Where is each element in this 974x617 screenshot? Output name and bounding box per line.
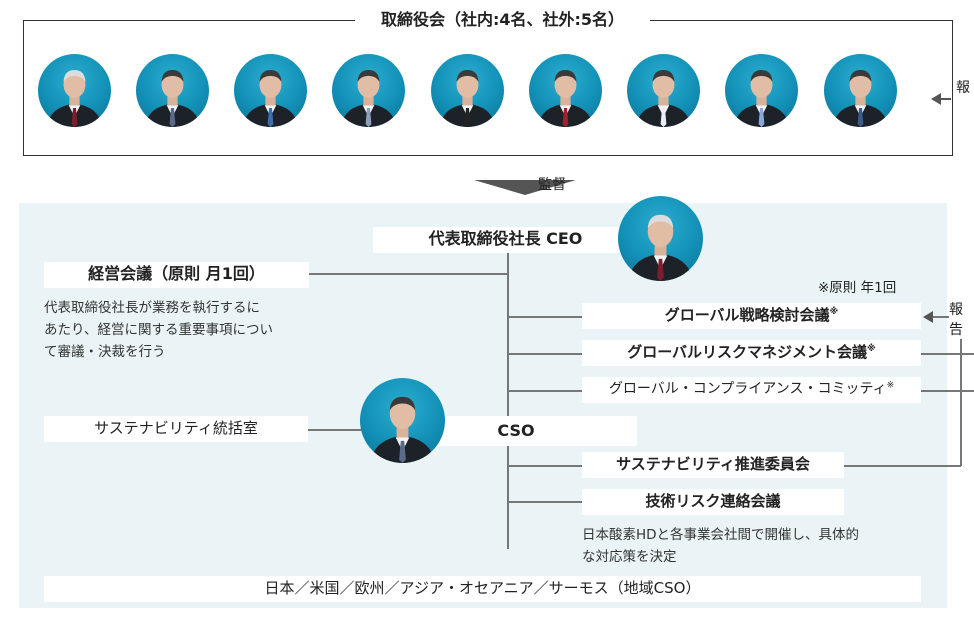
board-member-9-avatar	[824, 54, 897, 127]
main-vertical-line	[507, 249, 509, 549]
person-icon	[340, 70, 397, 127]
tech-risk-desc: 日本酸素HDと各事業会社間で開催し、具体的 な対応策を決定	[582, 524, 932, 568]
person-icon	[144, 70, 201, 127]
global-strategy-box: グローバル戦略検討会議※	[582, 303, 921, 329]
tech-desc-line-2: な対応策を決定	[582, 549, 677, 565]
board-member-5-avatar	[431, 54, 504, 127]
board-member-3-avatar	[234, 54, 307, 127]
global-risk-label: グローバルリスクマネジメント会議	[627, 343, 868, 361]
compliance-asterisk: ※	[886, 380, 895, 391]
connector-sustainability	[507, 465, 582, 467]
connector-compliance	[507, 390, 582, 392]
global-strategy-label: グローバル戦略検討会議	[664, 306, 830, 324]
report-arrow-strategy-icon	[923, 311, 933, 323]
compliance-line-out	[921, 390, 974, 392]
annual-note: ※原則 年1回	[818, 280, 897, 296]
global-risk-box: グローバルリスクマネジメント会議※	[582, 340, 921, 366]
sustainability-committee-box: サステナビリティ推進委員会	[582, 452, 844, 478]
board-member-6-avatar	[529, 54, 602, 127]
ceo-avatar	[618, 196, 703, 281]
person-icon	[46, 70, 103, 127]
person-icon	[635, 70, 692, 127]
management-meeting-box: 経営会議（原則 月1回）	[44, 262, 309, 288]
connector-management	[309, 273, 508, 275]
tech-risk-box: 技術リスク連絡会議	[582, 489, 844, 515]
ceo-label: 代表取締役社長 CEO	[428, 229, 583, 248]
report-arrow-left-icon	[931, 93, 941, 105]
global-risk-asterisk: ※	[867, 344, 876, 354]
management-meeting-desc: 代表取締役社長が業務を執行するに あたり、経営に関する重要事項につい て審議・決…	[44, 297, 344, 363]
management-meeting-title: 経営会議（原則 月1回）	[88, 264, 265, 283]
sustainability-committee-label: サステナビリティ推進委員会	[616, 455, 810, 473]
connector-tech-risk	[507, 501, 582, 503]
compliance-box: グローバル・コンプライアンス・コミッティ※	[582, 377, 921, 403]
report-line-to-strategy	[933, 316, 961, 318]
compliance-label: グローバル・コンプライアンス・コミッティ	[608, 381, 887, 397]
connector-office	[308, 429, 368, 431]
supervise-label: 監督	[538, 177, 566, 193]
sustainability-office-box: サステナビリティ統括室	[44, 416, 308, 442]
regions-label: 日本／米国／欧州／アジア・オセアニア／サーモス（地域CSO）	[264, 579, 701, 597]
tech-desc-line-1: 日本酸素HDと各事業会社間で開催し、具体的	[582, 527, 860, 543]
board-member-4-avatar	[332, 54, 405, 127]
person-icon	[537, 70, 594, 127]
management-desc-line-2: あたり、経営に関する重要事項につい	[44, 322, 273, 338]
report-arrow-line	[941, 98, 951, 100]
board-member-7-avatar	[627, 54, 700, 127]
person-icon	[628, 214, 693, 281]
person-icon	[370, 396, 435, 463]
management-desc-line-3: て審議・決裁を行う	[44, 344, 166, 360]
sustainability-office-label: サステナビリティ統括室	[94, 419, 258, 437]
management-desc-line-1: 代表取締役社長が業務を執行するに	[44, 300, 260, 316]
board-member-1-avatar	[38, 54, 111, 127]
cso-avatar	[360, 378, 445, 463]
global-strategy-asterisk: ※	[829, 307, 839, 317]
risk-line-out	[921, 353, 974, 355]
cso-label: CSO	[497, 421, 535, 440]
person-icon	[242, 70, 299, 127]
board-member-2-avatar	[136, 54, 209, 127]
board-member-8-avatar	[725, 54, 798, 127]
report-line-from-sustainability	[844, 465, 961, 467]
tech-risk-label: 技術リスク連絡会議	[645, 492, 781, 510]
person-icon	[439, 70, 496, 127]
connector-risk	[507, 353, 582, 355]
board-title: 取締役会（社内:4名、社外:5名）	[355, 8, 650, 32]
supervise-chevron-icon	[474, 180, 576, 195]
connector-strategy	[507, 316, 582, 318]
person-icon	[733, 70, 790, 127]
person-icon	[832, 70, 889, 127]
regions-box: 日本／米国／欧州／アジア・オセアニア／サーモス（地域CSO）	[44, 576, 921, 602]
report-label-board: 報	[956, 80, 970, 96]
report-label-right: 報告	[949, 299, 974, 339]
ceo-box: 代表取締役社長 CEO	[373, 227, 638, 253]
